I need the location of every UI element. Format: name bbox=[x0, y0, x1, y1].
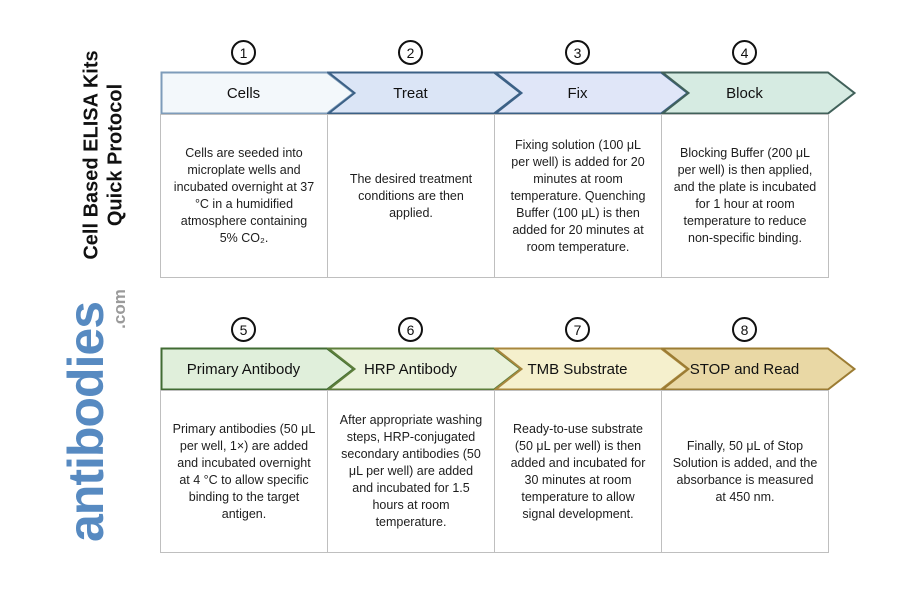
step-description-hrp-antibody: After appropriate washing steps, HRP-con… bbox=[327, 390, 495, 553]
step-description-text-1: Cells are seeded into microplate wells a… bbox=[173, 146, 315, 245]
step-description-block: Blocking Buffer (200 μL per well) is the… bbox=[661, 114, 829, 278]
step-label-cells: Cells bbox=[226, 84, 261, 102]
step-description-text-8: Finally, 50 μL of Stop Solution is added… bbox=[672, 438, 818, 504]
page-title-line2: Quick Protocol bbox=[105, 83, 127, 227]
page-title: Cell Based ELISA Kits Quick Protocol bbox=[80, 25, 129, 285]
step-number-7: 7 bbox=[573, 321, 582, 338]
step-number-5: 5 bbox=[239, 321, 248, 338]
step-description-text-7: Ready-to-use substrate (50 μL per well) … bbox=[510, 421, 646, 521]
step-number-3: 3 bbox=[573, 44, 582, 61]
step-label-hrp-antibody: HRP Antibody bbox=[363, 360, 458, 378]
step-number-badge-6: 6 bbox=[398, 317, 423, 342]
step-number-badge-2: 2 bbox=[398, 40, 423, 65]
step-description-stop-and-read: Finally, 50 μL of Stop Solution is added… bbox=[661, 390, 829, 553]
antibodies-logo-suffix: .com bbox=[110, 289, 129, 329]
step-description-text-2: The desired treatment conditions are the… bbox=[349, 171, 473, 220]
step-label-fix: Fix bbox=[567, 84, 588, 102]
step-number-badge-4: 4 bbox=[732, 40, 757, 65]
step-description-text-3: Fixing solution (100 μL per well) is add… bbox=[510, 137, 646, 254]
step-number-badge-3: 3 bbox=[565, 40, 590, 65]
step-label-tmb-substrate: TMB Substrate bbox=[527, 360, 628, 378]
step-description-primary-antibody: Primary antibodies (50 μL per well, 1×) … bbox=[160, 390, 328, 553]
step-description-text-4: Blocking Buffer (200 μL per well) is the… bbox=[673, 146, 817, 245]
step-number-badge-1: 1 bbox=[231, 40, 256, 65]
step-description-text-5: Primary antibodies (50 μL per well, 1×) … bbox=[172, 421, 316, 521]
step-arrow-block: Block bbox=[661, 71, 857, 115]
step-label-primary-antibody: Primary Antibody bbox=[186, 360, 301, 378]
step-description-tmb-substrate: Ready-to-use substrate (50 μL per well) … bbox=[494, 390, 662, 553]
step-description-cells: Cells are seeded into microplate wells a… bbox=[160, 114, 328, 278]
step-number-6: 6 bbox=[406, 321, 415, 338]
step-label-treat: Treat bbox=[393, 84, 428, 102]
arrow-shape-block bbox=[661, 71, 857, 115]
step-number-1: 1 bbox=[239, 44, 248, 61]
step-number-8: 8 bbox=[740, 321, 749, 338]
step-arrow-stop-and-read: STOP and Read bbox=[661, 347, 857, 391]
antibodies-logo: antibodies bbox=[58, 301, 114, 543]
step-arrow-primary-antibody: Primary Antibody bbox=[160, 347, 356, 391]
step-description-treat: The desired treatment conditions are the… bbox=[327, 114, 495, 278]
step-number-badge-7: 7 bbox=[565, 317, 590, 342]
step-number-2: 2 bbox=[406, 44, 415, 61]
arrow-shape-stop-and-read bbox=[661, 347, 857, 391]
page-title-line1: Cell Based ELISA Kits bbox=[80, 50, 103, 260]
step-label-stop-and-read: STOP and Read bbox=[689, 360, 800, 378]
step-number-4: 4 bbox=[740, 44, 749, 61]
step-number-badge-8: 8 bbox=[732, 317, 757, 342]
step-description-text-6: After appropriate washing steps, HRP-con… bbox=[339, 413, 483, 529]
step-label-block: Block bbox=[726, 84, 763, 102]
step-description-fix: Fixing solution (100 μL per well) is add… bbox=[494, 114, 662, 278]
step-number-badge-5: 5 bbox=[231, 317, 256, 342]
